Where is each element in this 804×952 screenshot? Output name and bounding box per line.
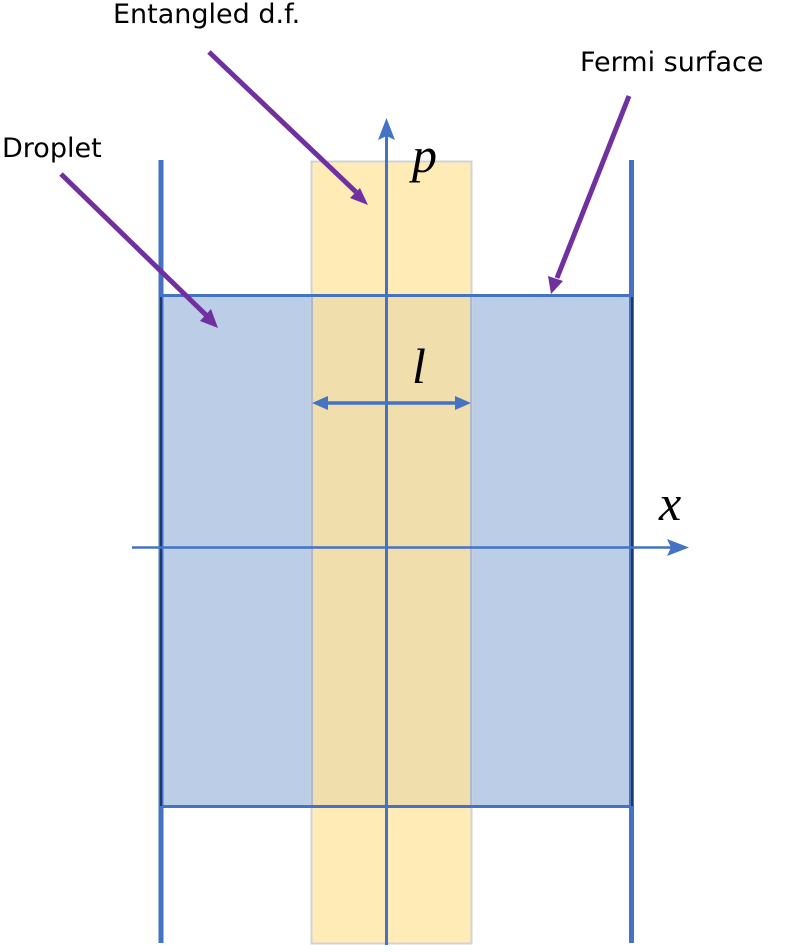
droplet-pointer-arrow [59, 172, 208, 317]
fermi-pointer-arrow [554, 95, 632, 279]
overlap-region [313, 296, 470, 806]
entangled-pointer-arrow [207, 50, 358, 194]
x-axis-label: x [659, 475, 682, 531]
fermi-surface-label: Fermi surface [580, 47, 764, 78]
width-label: l [412, 338, 426, 394]
droplet-label: Droplet [2, 133, 102, 164]
entangled-label: Entangled d.f. [113, 0, 301, 30]
p-axis-label: p [412, 127, 437, 183]
p-axis-arrowhead [378, 118, 395, 140]
x-axis-arrowhead [667, 539, 689, 556]
